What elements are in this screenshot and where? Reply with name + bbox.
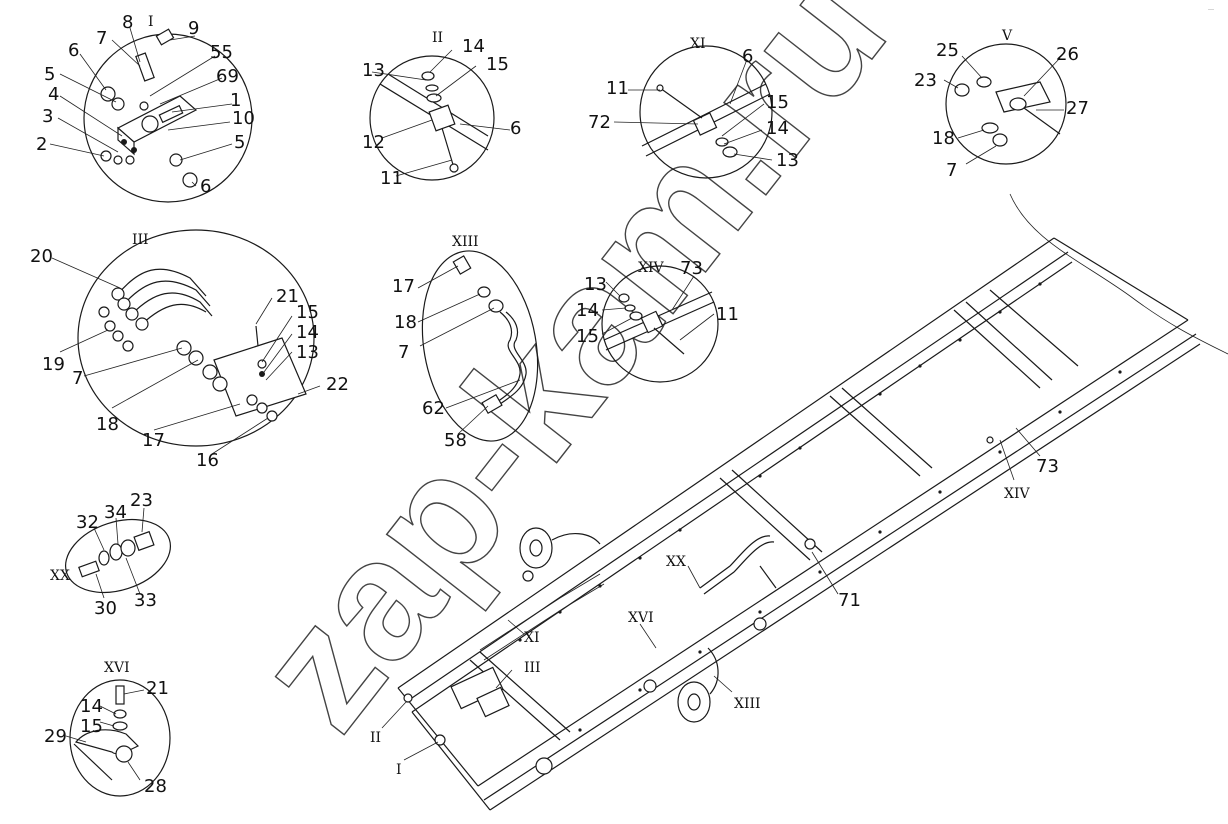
- part-number-label: 6: [68, 40, 79, 61]
- frame-label-xiv: XIV: [1004, 486, 1030, 502]
- part-number-label: 12: [362, 132, 385, 153]
- frame-label-xx: XX: [666, 554, 686, 570]
- frame-label-iii: III: [524, 660, 541, 676]
- callout-III: III 20: [30, 229, 349, 471]
- part-number-label: 13: [296, 342, 319, 363]
- part-number-label: 15: [766, 92, 789, 113]
- part-number-label: 5: [234, 132, 245, 153]
- part-number-label: 5: [44, 64, 55, 85]
- part-number-label: 14: [576, 300, 599, 321]
- part-number-label: 14: [766, 118, 789, 139]
- part-number-label: 7: [946, 160, 957, 181]
- part-number-label: 6: [200, 176, 211, 197]
- callout-XIII: XIII 17 18 7 62 58: [392, 234, 539, 451]
- part-number-label: 15: [486, 54, 509, 75]
- part-number-label: 55: [210, 42, 233, 63]
- part-number-label: 13: [584, 274, 607, 295]
- callout-XVI: XVI 21 14 15 29 28: [44, 660, 171, 797]
- frame-label-xi: XI: [524, 630, 540, 646]
- callout-title: V: [1001, 28, 1013, 44]
- part-number-label: 15: [80, 716, 103, 737]
- part-number-label: 22: [326, 374, 349, 395]
- frame-label-xvi: XVI: [628, 610, 654, 626]
- part-number-label: 17: [392, 276, 415, 297]
- callout-title: XIII: [452, 234, 479, 250]
- part-number-label: 15: [296, 302, 319, 323]
- part-number-label: 7: [398, 342, 409, 363]
- part-number-label: 7: [96, 28, 107, 49]
- part-number-label: 19: [42, 354, 65, 375]
- part-number-label: 62: [422, 398, 445, 419]
- part-number-label: 4: [48, 84, 59, 105]
- frame-label-73: 73: [1036, 456, 1059, 477]
- part-number-label: 18: [96, 414, 119, 435]
- corner-mark: …: [1208, 5, 1214, 12]
- part-number-label: 14: [80, 696, 103, 717]
- callout-I: I 8 9 7 55 6: [36, 12, 255, 203]
- frame-label-i: I: [396, 762, 402, 778]
- part-number-label: 7: [72, 368, 83, 389]
- part-number-label: 13: [776, 150, 799, 171]
- part-number-label: 21: [276, 286, 299, 307]
- part-number-label: 23: [130, 490, 153, 511]
- part-number-label: 34: [104, 502, 127, 523]
- part-number-label: 11: [716, 304, 739, 325]
- callout-title: I: [148, 14, 154, 30]
- part-number-label: 69: [216, 66, 239, 87]
- callout-XX: XX 32 34 23 30 33: [50, 490, 172, 619]
- part-number-label: 30: [94, 598, 117, 619]
- callout-XI: XI 6 11 15 72 14 13: [588, 36, 799, 179]
- callout-title: XX: [50, 568, 70, 584]
- callout-XIV: XIV 73 13 14 15 11: [576, 258, 739, 383]
- part-number-label: 33: [134, 590, 157, 611]
- part-number-label: 1: [230, 90, 241, 111]
- part-number-label: 32: [76, 512, 99, 533]
- part-number-label: 3: [42, 106, 53, 127]
- callout-title: XI: [690, 36, 706, 52]
- callout-II: II 14 13 15 12 6 11: [362, 30, 521, 189]
- part-number-label: 8: [122, 12, 133, 33]
- part-number-label: 73: [680, 258, 703, 279]
- frame-label-71: 71: [838, 590, 861, 611]
- part-number-label: 13: [362, 60, 385, 81]
- part-number-label: 18: [394, 312, 417, 333]
- callout-title: III: [132, 232, 149, 248]
- part-number-label: 72: [588, 112, 611, 133]
- part-number-label: 25: [936, 40, 959, 61]
- part-number-label: 28: [144, 776, 167, 797]
- part-number-label: 27: [1066, 98, 1089, 119]
- part-number-label: 11: [606, 78, 629, 99]
- part-number-label: 17: [142, 430, 165, 451]
- part-number-label: 21: [146, 678, 169, 699]
- watermark: zap-kam.ru: [219, 0, 923, 763]
- callout-title: XVI: [104, 660, 130, 676]
- part-number-label: 16: [196, 450, 219, 471]
- part-number-label: 23: [914, 70, 937, 91]
- part-number-label: 58: [444, 430, 467, 451]
- part-number-label: 11: [380, 168, 403, 189]
- callout-V: V 25 26 23 27 18 7: [914, 28, 1089, 181]
- chassis-frame: XIV 73 XX 71 XI XVI III XIII II I: [370, 193, 1228, 811]
- frame-label-xiii: XIII: [734, 696, 761, 712]
- part-number-label: 6: [510, 118, 521, 139]
- part-number-label: 18: [932, 128, 955, 149]
- callout-title: XIV: [638, 260, 664, 276]
- part-number-label: 6: [742, 46, 753, 67]
- part-number-label: 14: [296, 322, 319, 343]
- part-number-label: 29: [44, 726, 67, 747]
- part-number-label: 15: [576, 326, 599, 347]
- part-number-label: 26: [1056, 44, 1079, 65]
- frame-label-ii: II: [370, 730, 381, 746]
- callout-title: II: [432, 30, 443, 46]
- part-number-label: 14: [462, 36, 485, 57]
- part-number-label: 2: [36, 134, 47, 155]
- part-number-label: 20: [30, 246, 53, 267]
- part-number-label: 9: [188, 18, 199, 39]
- svg-text:zap-kam.ru: zap-kam.ru: [219, 0, 921, 763]
- part-number-label: 10: [232, 108, 255, 129]
